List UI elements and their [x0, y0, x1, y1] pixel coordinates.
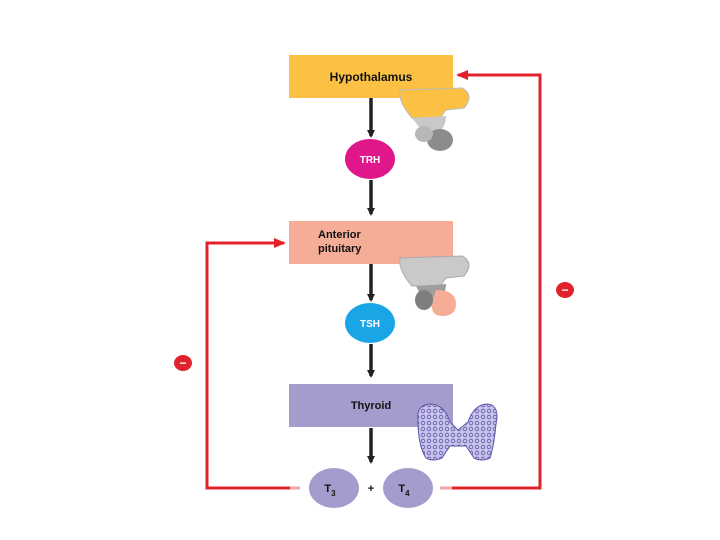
t3-label: T	[324, 483, 331, 495]
right-negative-feedback-badge: −	[556, 282, 574, 298]
pituitary-gland-icon	[399, 255, 470, 316]
right-negative-sign: −	[561, 283, 568, 297]
trh-label: TRH	[360, 155, 381, 166]
hypothalamus-label: Hypothalamus	[330, 70, 413, 84]
tsh-label: TSH	[360, 319, 380, 330]
left-feedback-loop	[205, 238, 300, 490]
thyroid-label: Thyroid	[351, 400, 391, 412]
svg-text:T4: T4	[398, 483, 410, 498]
t4-circle: T4	[383, 468, 433, 508]
t3-circle: T3	[309, 468, 359, 508]
pituitary-label-line1: Anterior	[318, 229, 362, 241]
right-feedback-loop	[440, 70, 542, 490]
svg-text:pituitary: pituitary	[318, 243, 362, 255]
trh-circle: TRH	[345, 139, 395, 179]
left-negative-feedback-badge: −	[174, 355, 192, 371]
svg-text:T3: T3	[324, 483, 336, 498]
t4-label: T	[398, 483, 405, 495]
hypothalamus-gland-icon	[399, 87, 470, 151]
svg-text:Anterior: Anterior	[318, 229, 362, 241]
plus-sign: +	[368, 483, 374, 495]
left-negative-sign: −	[179, 356, 186, 370]
t4-subscript: 4	[405, 489, 410, 498]
t3-subscript: 3	[331, 489, 336, 498]
pituitary-label-line2: pituitary	[318, 243, 362, 255]
tsh-circle: TSH	[345, 303, 395, 343]
thyroid-gland-icon	[417, 403, 498, 461]
